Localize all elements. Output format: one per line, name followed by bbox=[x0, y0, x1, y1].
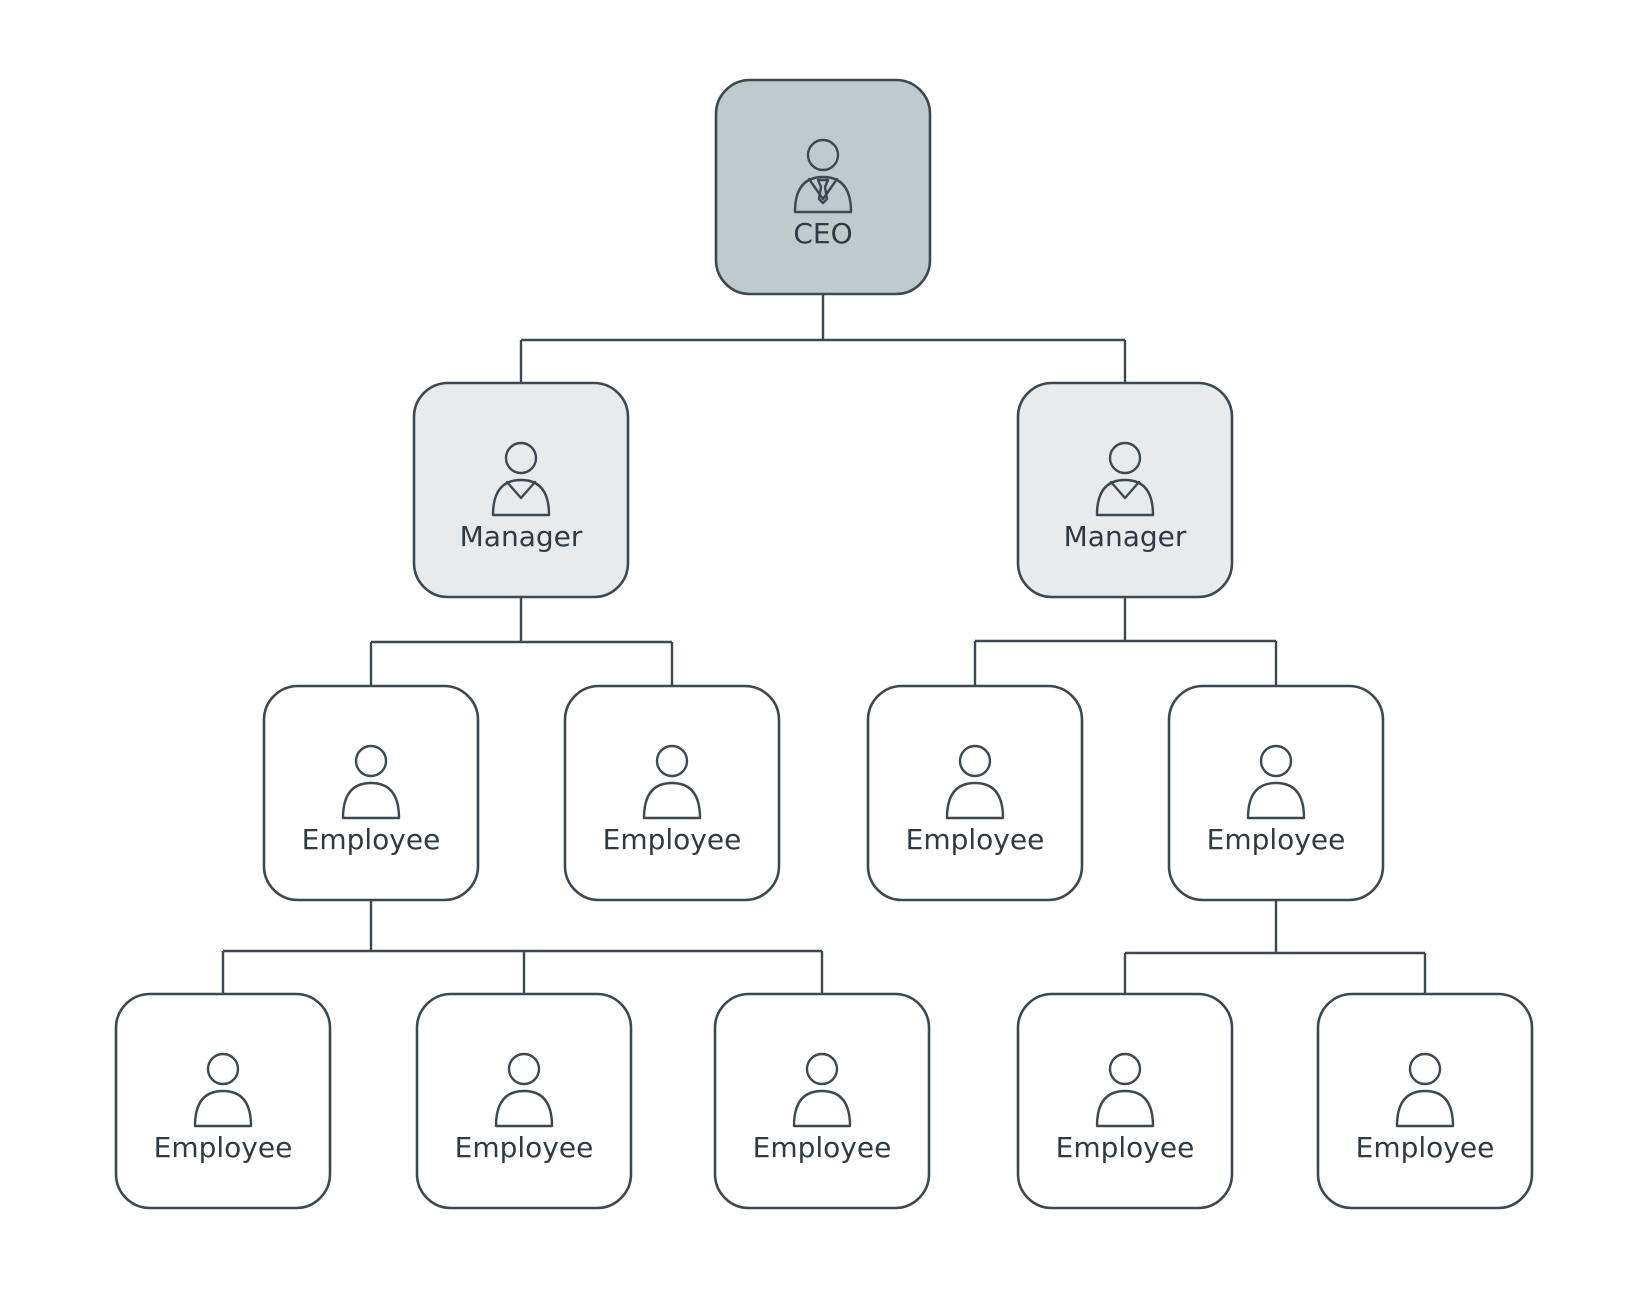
person-icon bbox=[792, 1052, 852, 1128]
employee-label: Employee bbox=[302, 823, 441, 856]
manager-label: Manager bbox=[460, 520, 583, 553]
node-employee-3: Employee bbox=[866, 684, 1084, 902]
employee-box bbox=[866, 684, 1084, 902]
employee-label: Employee bbox=[1207, 823, 1346, 856]
node-employee-5: Employee bbox=[114, 992, 332, 1210]
person-icon bbox=[642, 744, 702, 820]
employee-box bbox=[1316, 992, 1534, 1210]
person-icon bbox=[1246, 744, 1306, 820]
node-employee-4: Employee bbox=[1167, 684, 1385, 902]
person-icon bbox=[494, 1052, 554, 1128]
employee-box bbox=[1016, 992, 1234, 1210]
manager-label: Manager bbox=[1064, 520, 1187, 553]
employee-label: Employee bbox=[154, 1131, 293, 1164]
connector-group-manager-2 bbox=[973, 597, 1278, 686]
employee-label: Employee bbox=[603, 823, 742, 856]
node-ceo: CEO bbox=[714, 78, 932, 296]
employee-box bbox=[563, 684, 781, 902]
employee-box bbox=[415, 992, 633, 1210]
manager-box bbox=[412, 381, 630, 599]
employee-box bbox=[1167, 684, 1385, 902]
person-collar-icon bbox=[1095, 441, 1155, 517]
node-employee-7: Employee bbox=[713, 992, 931, 1210]
employee-box bbox=[262, 684, 480, 902]
connector-group-manager-1 bbox=[369, 597, 674, 686]
node-employee-1: Employee bbox=[262, 684, 480, 902]
person-icon bbox=[945, 744, 1005, 820]
node-manager-2: Manager bbox=[1016, 381, 1234, 599]
person-with-tie-icon bbox=[793, 138, 853, 214]
connector-group-employee-4 bbox=[1123, 900, 1427, 994]
connector-group-employee-1 bbox=[221, 900, 824, 994]
node-employee-8: Employee bbox=[1016, 992, 1234, 1210]
node-employee-9: Employee bbox=[1316, 992, 1534, 1210]
node-employee-6: Employee bbox=[415, 992, 633, 1210]
employee-label: Employee bbox=[753, 1131, 892, 1164]
employee-label: Employee bbox=[1056, 1131, 1195, 1164]
person-icon bbox=[193, 1052, 253, 1128]
employee-box bbox=[114, 992, 332, 1210]
connector-group-ceo bbox=[519, 294, 1127, 383]
person-icon bbox=[1095, 1052, 1155, 1128]
ceo-box bbox=[714, 78, 932, 296]
person-collar-icon bbox=[491, 441, 551, 517]
person-icon bbox=[341, 744, 401, 820]
connectors-layer bbox=[221, 294, 1427, 994]
person-icon bbox=[1395, 1052, 1455, 1128]
employee-label: Employee bbox=[1356, 1131, 1495, 1164]
manager-box bbox=[1016, 381, 1234, 599]
node-employee-2: Employee bbox=[563, 684, 781, 902]
employee-box bbox=[713, 992, 931, 1210]
employee-label: Employee bbox=[455, 1131, 594, 1164]
ceo-label: CEO bbox=[793, 217, 852, 250]
node-manager-1: Manager bbox=[412, 381, 630, 599]
employee-label: Employee bbox=[906, 823, 1045, 856]
